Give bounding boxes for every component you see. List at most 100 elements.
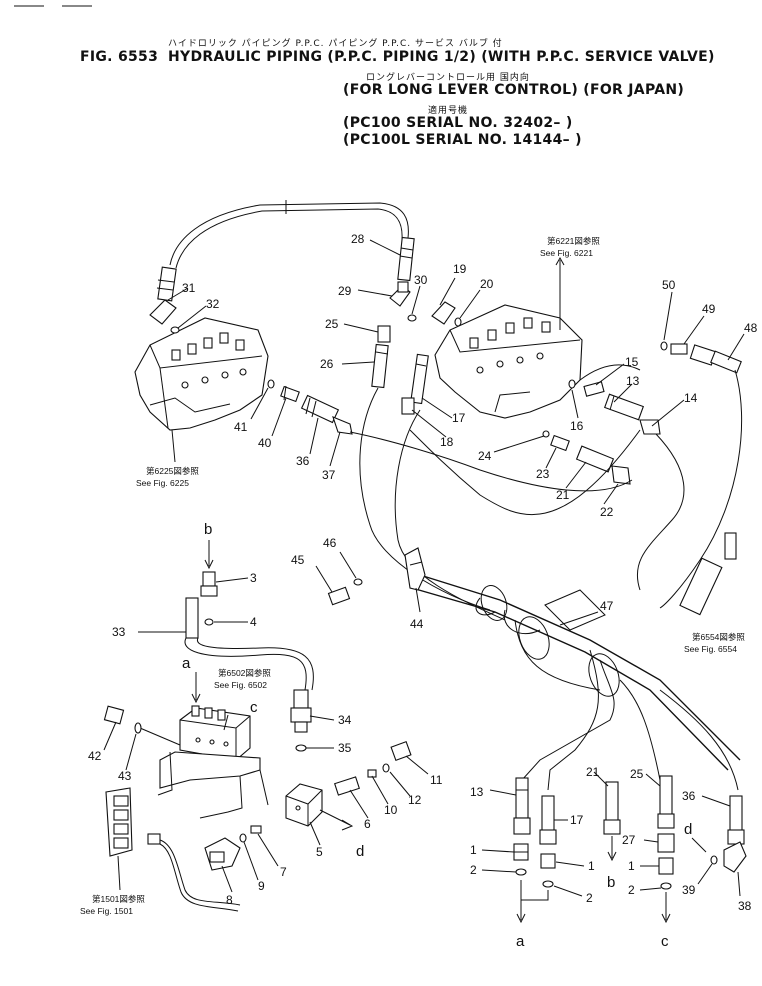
hose-end-21-lower — [603, 781, 621, 835]
callout-42: 42 — [88, 749, 102, 763]
callout-9: 9 — [258, 879, 265, 893]
leader-d-mid — [319, 809, 351, 826]
fitting-11 — [390, 740, 412, 762]
fitting-49 — [670, 343, 688, 355]
fitting-34 — [290, 689, 312, 733]
service-valve-block — [139, 705, 269, 819]
callout-37: 37 — [322, 468, 336, 482]
callout-1-c: 1 — [628, 859, 635, 873]
callout-16: 16 — [570, 419, 584, 433]
callout-43: 43 — [118, 769, 132, 783]
callout-36-top: 36 — [296, 454, 310, 468]
fitting-3 — [200, 571, 218, 597]
header-jp-line3: 適用号機 — [428, 106, 469, 116]
callout-50: 50 — [662, 278, 676, 292]
callout-24: 24 — [478, 449, 492, 463]
callout-4: 4 — [250, 615, 257, 629]
o-ring-50 — [660, 341, 668, 351]
callout-3: 3 — [250, 571, 257, 585]
ref-fig1501-jp: 第1501図参照 — [92, 894, 145, 904]
o-ring-24 — [542, 430, 550, 438]
port-a-bottom: a — [516, 933, 525, 950]
port-b-top: b — [204, 521, 212, 538]
ref-fig6225-jp: 第6225図参照 — [146, 466, 199, 476]
bolt-45 — [327, 586, 351, 606]
callout-2-b: 2 — [586, 891, 593, 905]
arrow-d-right — [691, 837, 707, 853]
fitting-6 — [333, 776, 361, 796]
clamp-44 — [404, 547, 426, 591]
serial-pc100l: (PC100L SERIAL NO. 14144– ) — [343, 132, 582, 148]
callout-34: 34 — [338, 713, 352, 727]
serial-pc100: (PC100 SERIAL NO. 32402– ) — [343, 115, 573, 131]
callout-26: 26 — [320, 357, 334, 371]
header-jp-line1: ハイドロリック パイピング P.P.C. パイピング P.P.C. サービス バ… — [168, 39, 503, 49]
hose-end-13-lower — [513, 777, 531, 835]
electrical-connector — [105, 787, 241, 912]
callout-49: 49 — [702, 302, 716, 316]
callout-31: 31 — [182, 281, 196, 295]
port-d-mid: d — [356, 843, 364, 860]
hose-end-17-lower — [539, 795, 557, 845]
ref-fig6502: See Fig. 6502 — [214, 680, 267, 690]
right-control-valve — [434, 256, 583, 419]
callout-48: 48 — [744, 321, 758, 335]
hose-end-36 — [300, 394, 353, 435]
o-ring-35 — [295, 744, 307, 752]
callout-46: 46 — [323, 536, 337, 550]
callout-18: 18 — [440, 435, 454, 449]
callout-21-bottom: 21 — [586, 765, 600, 779]
callout-2-c: 2 — [628, 883, 635, 897]
o-ring-4 — [204, 618, 214, 626]
o-ring-39 — [710, 855, 718, 865]
hose-end-48 — [689, 344, 742, 374]
o-ring-9 — [239, 833, 247, 843]
washer-46 — [353, 578, 363, 586]
callout-35: 35 — [338, 741, 352, 755]
callout-27: 27 — [622, 833, 636, 847]
callout-13-top: 13 — [626, 374, 640, 388]
callout-15: 15 — [625, 355, 639, 369]
port-a-top: a — [182, 655, 191, 672]
port-c-top: c — [250, 699, 258, 716]
hose-end-25-26 — [371, 325, 391, 389]
hose-end-17-18 — [401, 353, 429, 415]
leader-lines — [103, 239, 745, 897]
callout-17-bottom: 17 — [570, 813, 584, 827]
fitting-1-b — [540, 853, 556, 869]
callout-11: 11 — [430, 773, 443, 787]
callout-41: 41 — [234, 420, 248, 434]
o-ring-2-c — [660, 882, 672, 890]
callout-30: 30 — [414, 273, 428, 287]
hose-end-21-22 — [575, 445, 631, 485]
callout-1-b: 1 — [588, 859, 595, 873]
elbow-31 — [149, 266, 177, 325]
o-ring-20 — [454, 317, 462, 327]
ref-fig6554-jp: 第6554図参照 — [692, 632, 745, 642]
washer-43 — [134, 722, 142, 734]
callout-25-bottom: 25 — [630, 767, 644, 781]
callout-47: 47 — [600, 599, 614, 613]
callout-5: 5 — [316, 845, 323, 859]
left-control-valve — [134, 317, 269, 463]
port-d-right: d — [684, 821, 692, 838]
figure-number: FIG. 6553 — [80, 49, 159, 65]
hose-end-28 — [397, 236, 415, 282]
o-ring-16 — [568, 379, 576, 389]
callout-22: 22 — [600, 505, 614, 519]
elbow-38 — [723, 841, 747, 873]
fitting-27 — [657, 833, 675, 853]
callout-13-bottom: 13 — [470, 785, 484, 799]
port-b-bottom: b — [607, 874, 615, 891]
hose-33 — [184, 597, 314, 691]
o-ring-32 — [170, 326, 180, 334]
header-jp-line2: ロングレバーコントロール用 国内向 — [366, 73, 530, 83]
callout-39: 39 — [682, 883, 696, 897]
callout-33: 33 — [112, 625, 126, 639]
hose-end-25-lower — [657, 775, 675, 829]
callout-29: 29 — [338, 284, 352, 298]
hose-end-36-lower — [727, 795, 745, 845]
bracket-a — [520, 880, 549, 901]
